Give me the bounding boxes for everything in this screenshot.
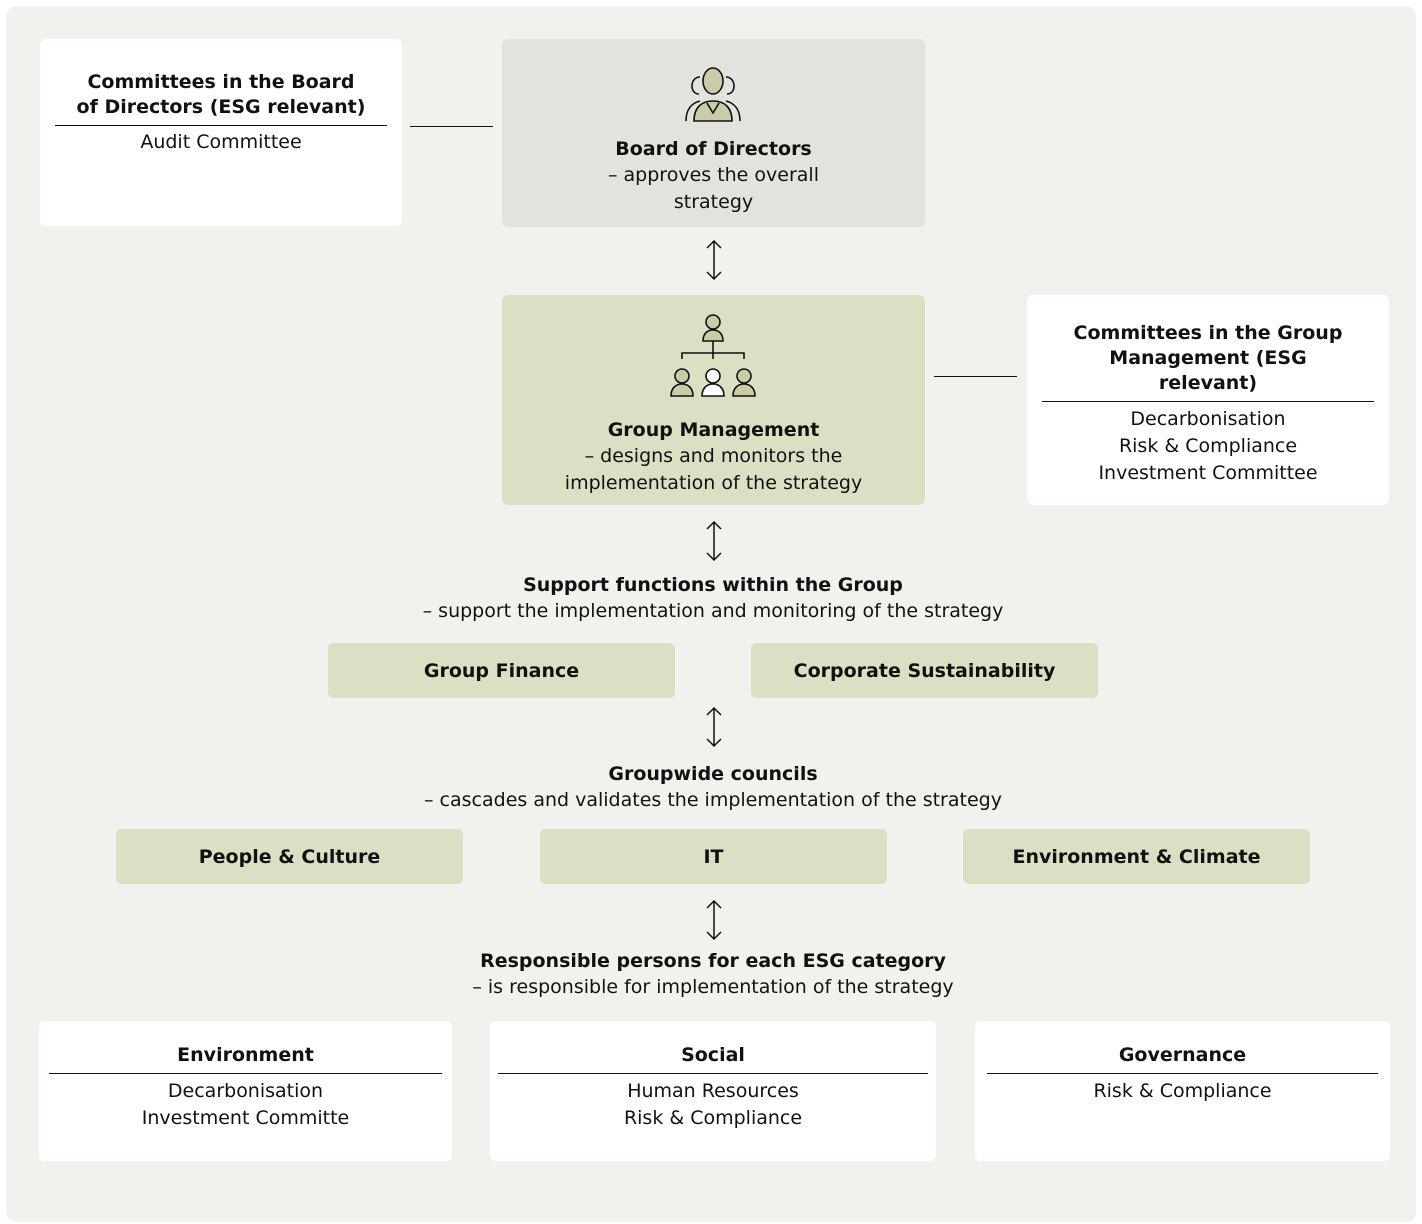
board-title: Board of Directors	[615, 138, 812, 160]
responsible-heading: Responsible persons for each ESG categor…	[313, 949, 1113, 1001]
responsible-title: Responsible persons for each ESG categor…	[480, 950, 946, 972]
board-desc-line2: strategy	[673, 191, 754, 213]
category-environment-box: Environment Decarbonisation Investment C…	[39, 1021, 452, 1161]
board-committees-divider	[55, 125, 387, 126]
category-social-title: Social	[681, 1044, 745, 1066]
category-social-item: Risk & Compliance	[623, 1107, 803, 1129]
support-item-corporate-sustainability: Corporate Sustainability	[751, 643, 1098, 698]
double-arrow-icon	[706, 899, 722, 941]
group-management-desc-line2: implementation of the strategy	[564, 472, 863, 494]
org-chart-icon	[670, 314, 756, 397]
group-management-desc-line1: – designs and monitors the	[584, 445, 843, 467]
support-item-group-finance: Group Finance	[328, 643, 675, 698]
category-governance-divider	[987, 1073, 1378, 1074]
gm-committees-title: Committees in the Group Management (ESG …	[1073, 322, 1343, 394]
gm-connector-line	[934, 376, 1017, 377]
gm-committees-divider	[1042, 401, 1374, 402]
category-social-item: Human Resources	[627, 1080, 799, 1102]
board-committees-title: Committees in the Board of Directors (ES…	[76, 71, 366, 118]
category-environment-item: Decarbonisation	[167, 1080, 324, 1102]
councils-heading: Groupwide councils – cascades and valida…	[313, 762, 1113, 814]
board-people-icon	[685, 67, 741, 122]
category-governance-box: Governance Risk & Compliance	[975, 1021, 1390, 1161]
support-title: Support functions within the Group	[523, 574, 903, 596]
category-social-divider	[498, 1073, 928, 1074]
council-item-it: IT	[540, 829, 887, 884]
group-management-title: Group Management	[607, 419, 820, 441]
group-management-box: Group Management – designs and monitors …	[502, 295, 925, 505]
council-item-people-culture: People & Culture	[116, 829, 463, 884]
category-governance-title: Governance	[1118, 1044, 1247, 1066]
category-environment-item: Investment Committe	[141, 1107, 350, 1129]
council-item-environment-climate: Environment & Climate	[963, 829, 1310, 884]
councils-desc: – cascades and validates the implementat…	[424, 789, 1002, 811]
board-committees-item: Audit Committee	[140, 131, 302, 153]
gm-committees-box: Committees in the Group Management (ESG …	[1027, 295, 1389, 505]
double-arrow-icon	[706, 520, 722, 562]
category-governance-item: Risk & Compliance	[1093, 1080, 1272, 1102]
board-committees-box: Committees in the Board of Directors (ES…	[40, 39, 402, 226]
support-desc: – support the implementation and monitor…	[422, 600, 1004, 622]
support-heading: Support functions within the Group – sup…	[313, 573, 1113, 625]
gm-committees-item: Decarbonisation	[1130, 408, 1286, 430]
gm-committees-item: Investment Committee	[1098, 462, 1318, 484]
category-environment-divider	[49, 1073, 442, 1074]
board-of-directors-box: Board of Directors – approves the overal…	[502, 39, 925, 227]
category-environment-title: Environment	[177, 1044, 314, 1066]
councils-title: Groupwide councils	[608, 763, 818, 785]
gm-committees-item: Risk & Compliance	[1118, 435, 1298, 457]
board-connector-line	[410, 126, 493, 127]
double-arrow-icon	[706, 706, 722, 748]
category-social-box: Social Human Resources Risk & Compliance	[490, 1021, 936, 1161]
board-desc-line1: – approves the overall	[608, 164, 819, 186]
double-arrow-icon	[706, 239, 722, 281]
responsible-desc: – is responsible for implementation of t…	[472, 976, 954, 998]
